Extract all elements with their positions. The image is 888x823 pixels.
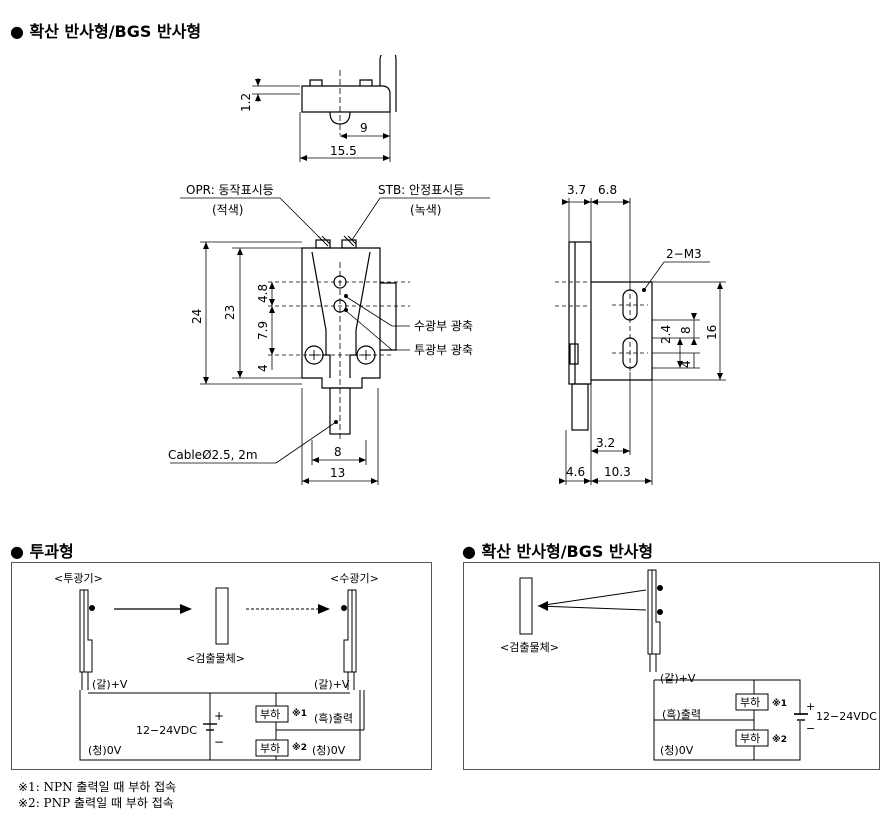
thru-plus: +	[214, 709, 224, 723]
thru-load-2: 부하	[260, 741, 280, 755]
dim-1-2: 1.2	[239, 93, 253, 112]
dim-9: 9	[360, 121, 368, 135]
screw-label: 2−M3	[666, 247, 702, 261]
side-view-drawing: 3.7 6.8 2−M3 16 8 2.4 4 3.2 4.6 10.3	[555, 183, 726, 485]
dim-3-7: 3.7	[567, 183, 586, 197]
diffuse-plus: +	[806, 700, 815, 713]
dim-13: 13	[330, 466, 345, 480]
heading-diffuse-top: ● 확산 반사형/BGS 반사형	[10, 22, 202, 41]
thru-supply: 12−24VDC	[136, 724, 197, 737]
dim-3-2: 3.2	[596, 436, 615, 450]
heading-thru-beam: ● 투과형	[10, 542, 74, 561]
diffuse-brown: (갈)+V	[660, 671, 696, 685]
thru-beam-circuit: <투광기> <수광기> <검출물체> (갈)+V (갈)+V 부하 ※1 부하 …	[54, 572, 379, 761]
dim-2-4: 2.4	[659, 325, 673, 344]
thru-load-1-note: ※1	[292, 708, 307, 719]
dim-24: 24	[190, 309, 204, 324]
front-view-drawing: OPR: 동작표시등 (적색) STB: 안정표시등 (녹색) 24 23 4.…	[168, 183, 490, 485]
diffuse-load-1-note: ※1	[772, 698, 787, 709]
thru-beam-circuit-box	[11, 562, 432, 770]
dim-4-8: 4.8	[256, 284, 270, 303]
receiver-axis-label: 수광부 광축	[414, 319, 473, 333]
thru-output: (흑)출력	[314, 711, 353, 725]
diffuse-load-2-note: ※2	[772, 734, 787, 745]
diffuse-output: (흑)출력	[662, 707, 701, 721]
dim-8: 8	[334, 445, 342, 459]
diffuse-object-label: <검출물체>	[500, 641, 559, 654]
thru-load-2-note: ※2	[292, 742, 307, 753]
dim-10-3: 10.3	[604, 465, 631, 479]
thru-object-label: <검출물체>	[186, 652, 245, 665]
opr-label: OPR: 동작표시등	[186, 183, 274, 197]
dim-4: 4	[256, 364, 270, 372]
top-view-drawing: 1.2 9 15.5	[239, 55, 397, 162]
diffuse-load-1: 부하	[740, 695, 760, 709]
opr-color: (적색)	[212, 203, 243, 217]
stb-label: STB: 안정표시등	[378, 183, 464, 197]
thru-brown-right: (갈)+V	[314, 677, 350, 691]
diffuse-circuit-box	[463, 562, 880, 770]
stb-color: (녹색)	[410, 203, 441, 217]
thru-load-1: 부하	[260, 707, 280, 721]
emitter-axis-label: 투광부 광축	[414, 343, 473, 357]
emitter-title: <투광기>	[54, 572, 103, 585]
footnote-npn: ※1: NPN 출력일 때 부하 접속	[18, 780, 177, 794]
dim-6-8: 6.8	[598, 183, 617, 197]
dim-16: 16	[705, 325, 719, 340]
dim-4-side: 4	[679, 360, 693, 368]
dim-8-side: 8	[679, 326, 693, 334]
cable-label: CableØ2.5, 2m	[168, 448, 258, 462]
footnote-pnp: ※2: PNP 출력일 때 부하 접속	[18, 796, 174, 810]
diffuse-minus: −	[806, 722, 815, 735]
thru-brown-left: (갈)+V	[92, 677, 128, 691]
diffuse-load-2: 부하	[740, 731, 760, 745]
diffuse-supply: 12−24VDC	[816, 710, 877, 723]
thru-blue-left: (청)0V	[88, 744, 122, 757]
dim-7-9: 7.9	[256, 321, 270, 340]
diffuse-circuit: <검출물체> (갈)+V (흑)출력 (청)0V 부하 ※1 부하 ※2 12−…	[500, 569, 877, 761]
receiver-title: <수광기>	[330, 572, 379, 585]
diffuse-blue: (청)0V	[660, 744, 694, 757]
dim-4-6: 4.6	[566, 465, 585, 479]
thru-blue-right: (청)0V	[312, 744, 346, 757]
thru-minus: −	[214, 735, 224, 749]
dim-23: 23	[223, 305, 237, 320]
heading-diffuse-circuit: ● 확산 반사형/BGS 반사형	[462, 542, 654, 561]
dim-15-5: 15.5	[330, 144, 357, 158]
